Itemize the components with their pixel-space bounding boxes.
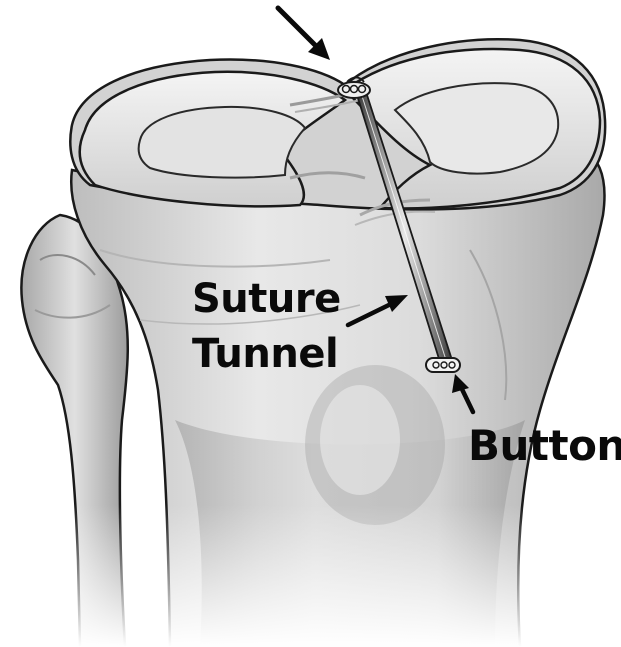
suture-tunnel-label-line1: Suture	[192, 279, 341, 319]
button-label: Button	[468, 425, 621, 467]
button-anchor-icon	[426, 358, 460, 372]
suture-tunnel-label-line2: Tunnel	[192, 334, 338, 374]
